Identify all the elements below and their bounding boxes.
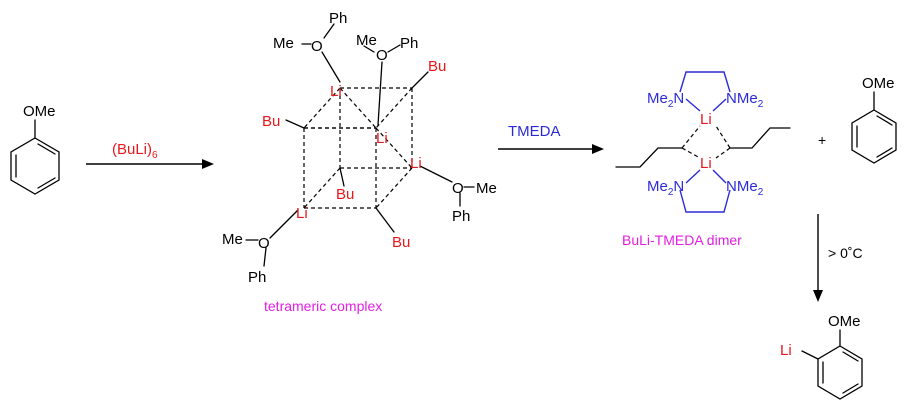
- anisole-right-ome-label: OMe: [862, 75, 895, 92]
- buli-tmeda-dimer: Me2N NMe2 Me2N NMe2 Li Li BuLi-TMEDA dim…: [615, 71, 791, 248]
- me-label-2: Me: [356, 32, 377, 49]
- ph-label-4: Ph: [248, 269, 266, 286]
- tmeda-reagent-label: TMEDA: [508, 123, 561, 140]
- buli-reagent-label: (BuLi)6: [112, 141, 158, 161]
- li-label-center: Li: [376, 130, 388, 147]
- me2n-bottom-left-label: Me2N: [647, 178, 684, 198]
- ph-label-3: Ph: [452, 208, 470, 225]
- bu-label-bottom: Bu: [392, 234, 410, 251]
- li-label-top: Li: [330, 83, 342, 100]
- nme2-top-right-label: NMe2: [726, 90, 764, 110]
- dimer-li-bottom-label: Li: [700, 155, 712, 172]
- dimer-li-top-label: Li: [700, 111, 712, 128]
- o-label-2: O: [376, 47, 388, 64]
- arrow-buli: (BuLi)6: [86, 141, 214, 169]
- anisole-start: OMe: [10, 103, 60, 195]
- anisole-ome-label: OMe: [23, 103, 56, 120]
- arrow-tmeda: TMEDA: [498, 123, 604, 154]
- o-label-4: O: [258, 235, 270, 252]
- nme2-bottom-right-label: NMe2: [726, 178, 764, 198]
- tetrameric-complex: Li Li Li Li Bu Bu Bu Bu Me O Ph Me O Ph …: [222, 10, 497, 314]
- me2n-top-left-label: Me2N: [647, 90, 684, 110]
- product-li-label: Li: [780, 342, 792, 359]
- anisole-right: OMe: [851, 75, 897, 164]
- li-label-right: Li: [410, 155, 422, 172]
- product-ome-label: OMe: [828, 313, 861, 330]
- li-label-bottom: Li: [296, 205, 308, 222]
- me-label-3: Me: [476, 180, 497, 197]
- arrow-down: > 0˚C: [813, 214, 863, 302]
- bu-label-top-right: Bu: [428, 58, 446, 75]
- me-label-1: Me: [273, 35, 294, 52]
- dimer-caption: BuLi-TMEDA dimer: [622, 232, 742, 248]
- bu-label-center: Bu: [336, 186, 354, 203]
- plus-sign: +: [818, 132, 826, 148]
- o-label-1: O: [311, 38, 323, 55]
- temperature-condition-label: > 0˚C: [828, 245, 863, 261]
- o-label-3: O: [452, 180, 464, 197]
- me-label-4: Me: [222, 231, 243, 248]
- tetrameric-complex-caption: tetrameric complex: [264, 298, 382, 314]
- ph-label-1: Ph: [329, 10, 347, 27]
- bu-label-left: Bu: [262, 113, 280, 130]
- lithiated-anisole-product: OMe Li: [780, 313, 863, 400]
- ph-label-2: Ph: [400, 35, 418, 52]
